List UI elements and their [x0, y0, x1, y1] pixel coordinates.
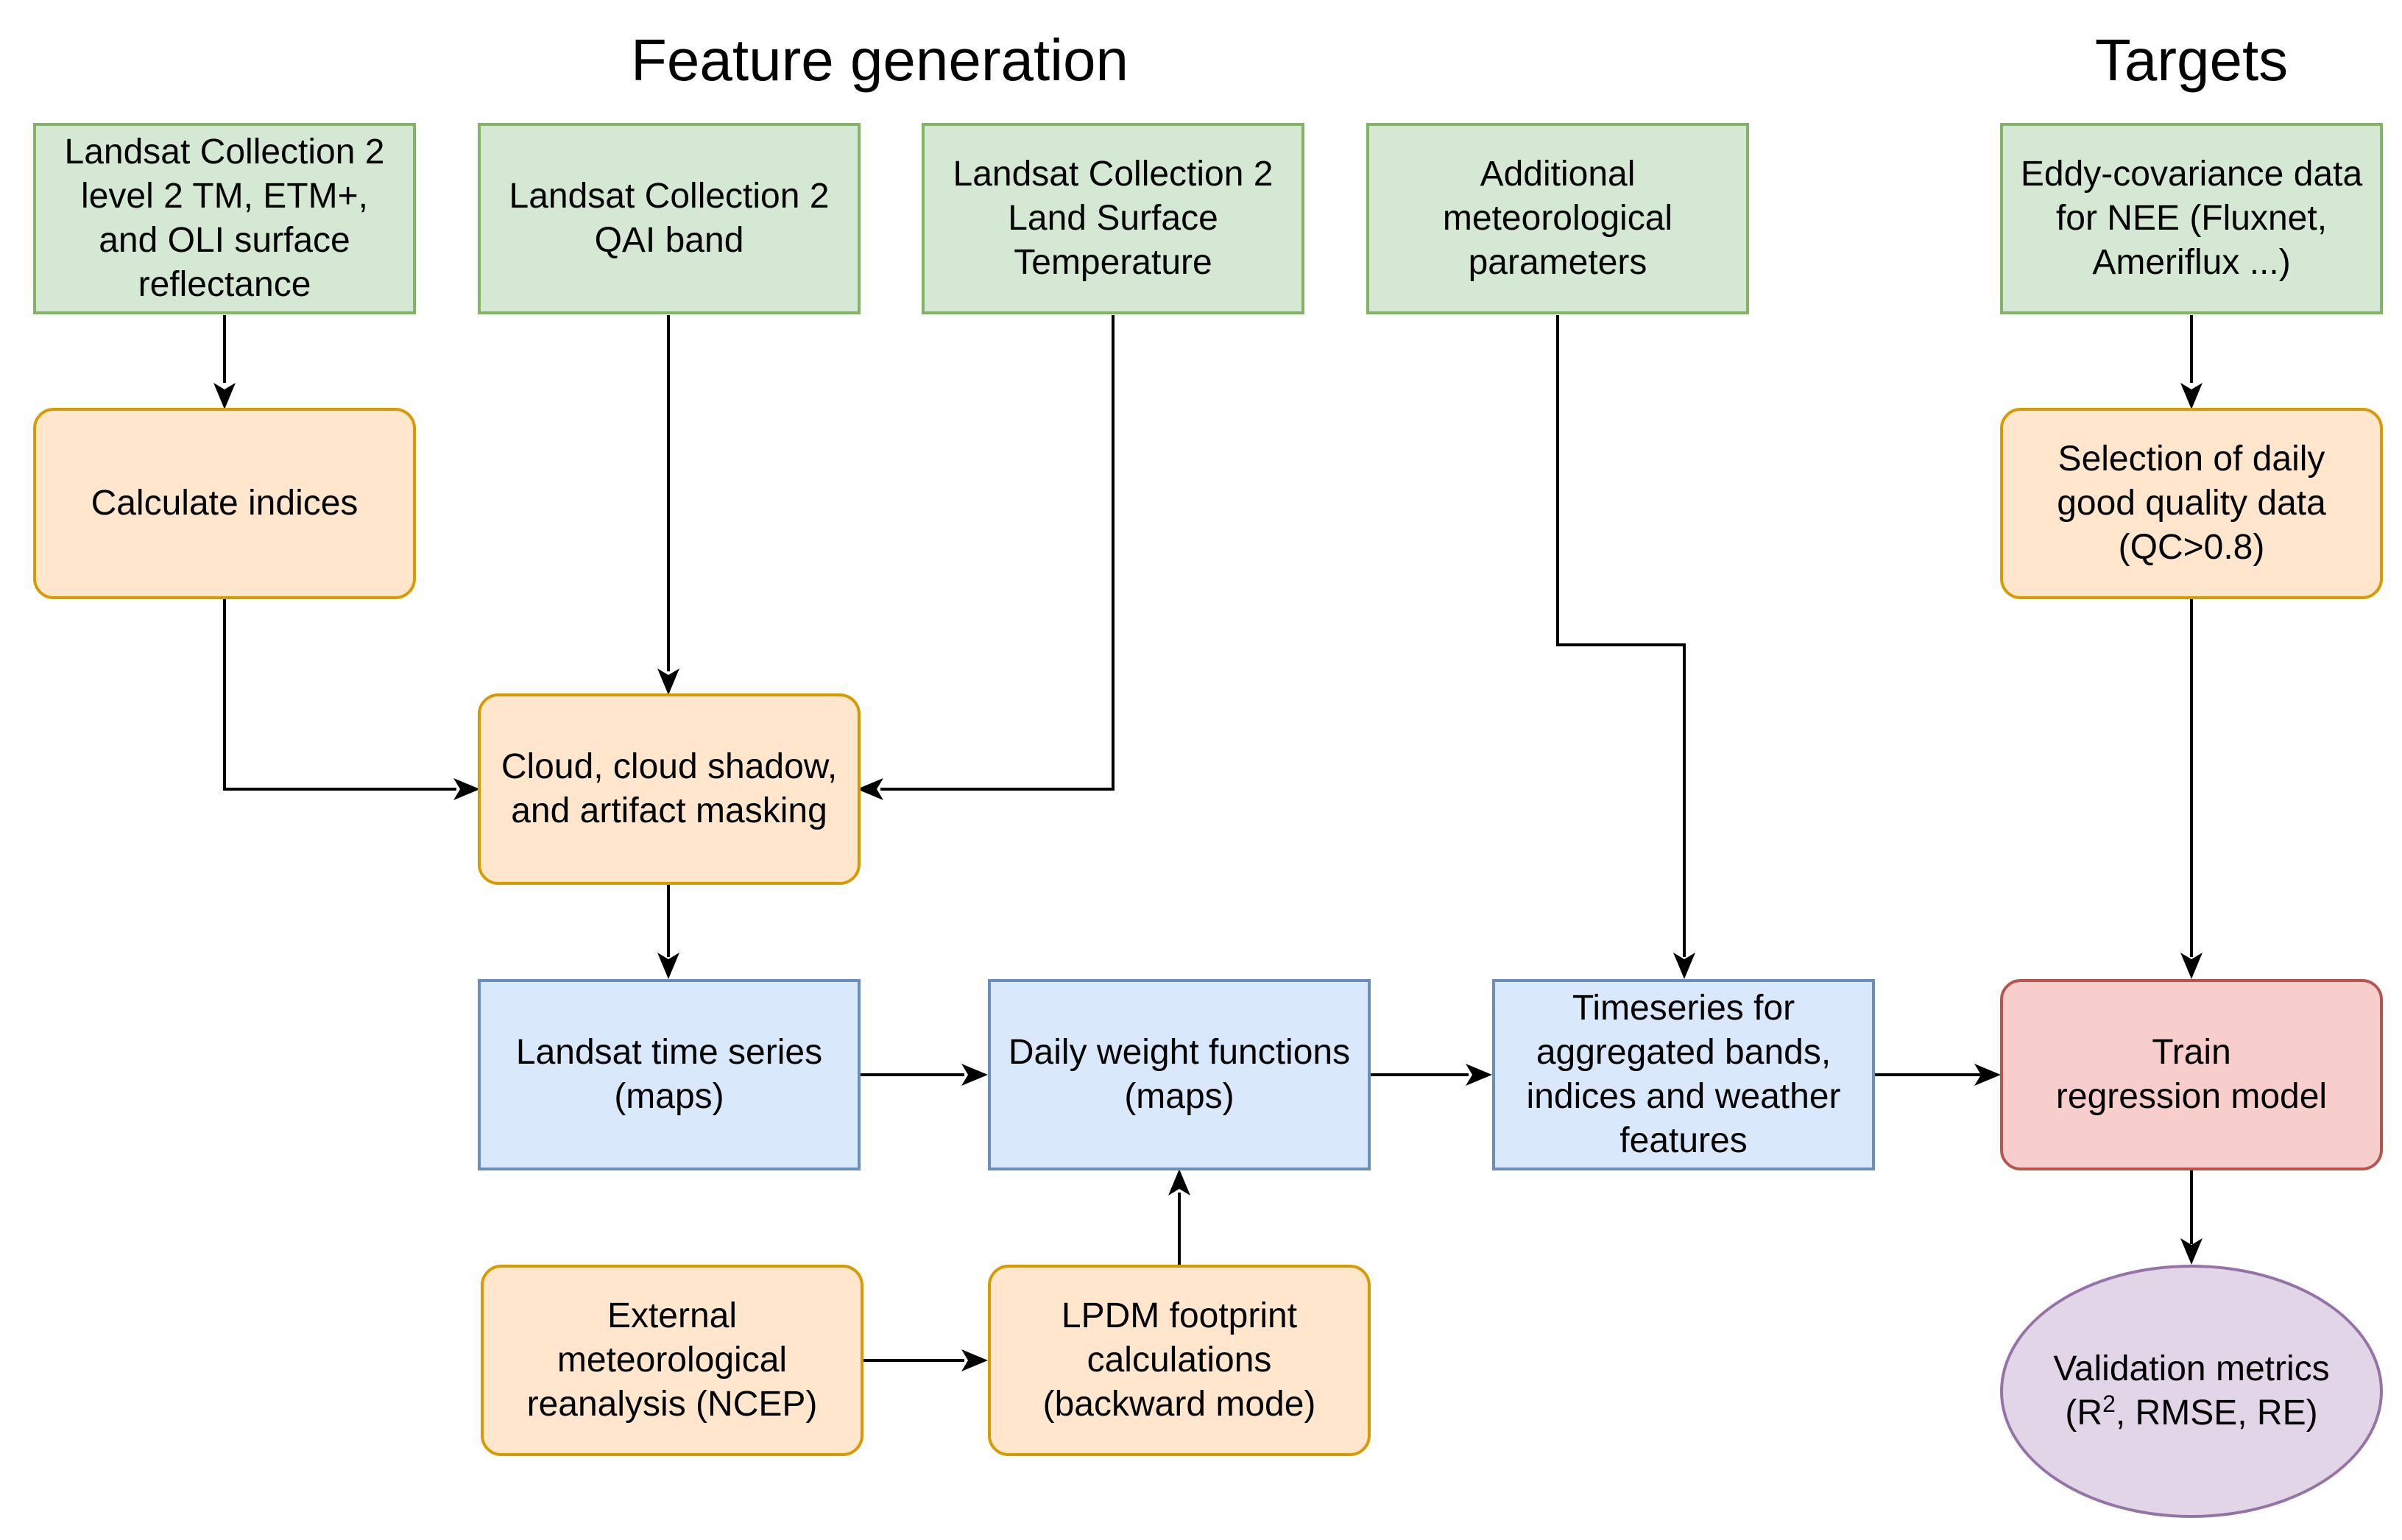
validation-line2: (R2, RMSE, RE): [2065, 1391, 2318, 1433]
node-validation-metrics: Validation metrics (R2, RMSE, RE): [2000, 1265, 2383, 1518]
node-selection-quality-data: Selection of daily good quality data (QC…: [2000, 408, 2383, 599]
heading-feature-generation: Feature generation: [630, 27, 1129, 93]
node-eddy-covariance: Eddy-covariance data for NEE (Fluxnet, A…: [2000, 123, 2383, 314]
node-landsat-qai-band: Landsat Collection 2 QAI band: [478, 123, 861, 314]
node-cloud-masking: Cloud, cloud shadow, and artifact maskin…: [478, 693, 861, 885]
node-landsat-time-series: Landsat time series (maps): [478, 979, 861, 1170]
heading-targets: Targets: [2094, 27, 2289, 93]
node-landsat-lst: Landsat Collection 2 Land Surface Temper…: [922, 123, 1304, 314]
arrowhead-lst-to-masking: [857, 778, 883, 800]
node-landsat-surface-reflectance: Landsat Collection 2 level 2 TM, ETM+, a…: [33, 123, 416, 314]
arrowhead-met-to-timeseries: [1673, 953, 1695, 979]
arrowhead-timeseries-to-train: [1974, 1064, 2001, 1086]
edge-indices-to-masking: [223, 598, 456, 791]
node-external-reanalysis: External meteorological reanalysis (NCEP…: [481, 1265, 863, 1456]
arrowhead-train-to-validation: [2180, 1238, 2203, 1265]
node-lpdm-footprint: LPDM footprint calculations (backward mo…: [988, 1265, 1371, 1456]
arrowhead-indices-to-masking: [453, 778, 480, 800]
edge-lst-to-masking: [880, 315, 1115, 791]
arrowhead-eddy-to-selection: [2180, 383, 2203, 409]
node-calculate-indices: Calculate indices: [33, 408, 416, 599]
node-meteorological-parameters: Additional meteorological parameters: [1366, 123, 1749, 314]
node-timeseries-features: Timeseries for aggregated bands, indices…: [1492, 979, 1875, 1170]
edge-met-to-timeseries: [1556, 315, 1686, 957]
arrowhead-selection-to-train: [2180, 953, 2203, 979]
node-daily-weight-functions: Daily weight functions (maps): [988, 979, 1371, 1170]
arrowhead-qai-to-masking: [657, 668, 679, 695]
arrowhead-sr-to-indices: [213, 383, 236, 409]
arrowhead-weights-to-timeseries: [1466, 1064, 1492, 1086]
arrowhead-masking-to-ts: [657, 953, 679, 979]
node-train-regression-model: Train regression model: [2000, 979, 2383, 1170]
arrowhead-lpdm-to-weights: [1168, 1169, 1190, 1195]
arrowhead-ts-to-weights: [961, 1064, 988, 1086]
arrowhead-external-to-lpdm: [961, 1349, 988, 1371]
validation-line1: Validation metrics: [2053, 1349, 2330, 1388]
